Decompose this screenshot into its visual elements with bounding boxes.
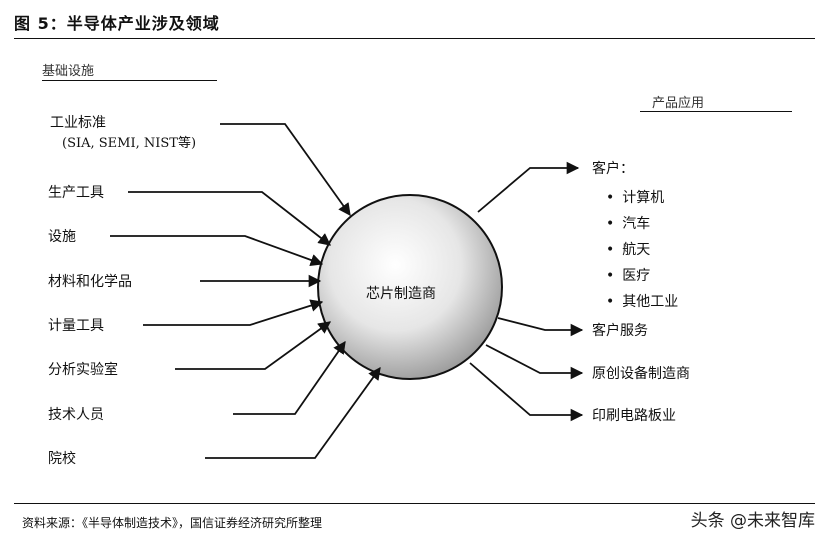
- output-customer-service: 客户服务: [592, 323, 648, 339]
- figure-title: 图 5：半导体产业涉及领域: [14, 14, 220, 33]
- input-industry-standards: 工业标准 (SIA, SEMI, NIST等): [50, 112, 196, 151]
- applications-heading: 产品应用: [652, 96, 705, 111]
- input-materials-chemicals: 材料和化学品: [48, 274, 132, 290]
- applications-heading-underline: [640, 111, 792, 112]
- arrow-oem: [485, 344, 584, 380]
- output-customers: 客户：: [592, 161, 634, 177]
- output-pcb: 印刷电路板业: [592, 408, 676, 424]
- list-item: 航天: [606, 237, 678, 263]
- top-rule: [14, 38, 815, 39]
- list-item: 医疗: [606, 263, 678, 289]
- bottom-rule: [14, 503, 815, 504]
- arrow-customer-service: [497, 317, 584, 337]
- input-metrology-tools: 计量工具: [48, 318, 104, 334]
- infrastructure-heading-underline: [42, 80, 217, 81]
- arrow-pcb: [469, 362, 584, 422]
- input-universities: 院校: [48, 451, 76, 467]
- arrow-facilities: [110, 235, 324, 267]
- input-industry-standards-sub: (SIA, SEMI, NIST等): [62, 136, 197, 151]
- customer-list: 计算机 汽车 航天 医疗 其他工业: [606, 185, 678, 315]
- input-production-tools: 生产工具: [48, 185, 104, 201]
- arrow-analysis-labs: [175, 321, 332, 370]
- source-note: 资料来源：《半导体制造技术》，国信证券经济研究所整理: [22, 516, 323, 530]
- input-industry-standards-label: 工业标准: [50, 115, 106, 131]
- input-technicians: 技术人员: [48, 407, 104, 423]
- list-item: 其他工业: [606, 289, 678, 315]
- input-analysis-labs: 分析实验室: [48, 362, 118, 378]
- watermark: 头条 @未来智库: [690, 511, 815, 531]
- arrow-production-tools: [128, 191, 331, 246]
- list-item: 计算机: [606, 185, 678, 211]
- input-facilities: 设施: [48, 229, 76, 245]
- chip-maker-label: 芯片制造商: [366, 286, 436, 302]
- arrow-metrology-tools: [143, 299, 324, 326]
- infrastructure-heading: 基础设施: [42, 64, 95, 79]
- arrow-customers: [477, 161, 580, 213]
- arrow-universities: [205, 366, 381, 459]
- arrow-industry-standards: [220, 123, 351, 217]
- list-item: 汽车: [606, 211, 678, 237]
- arrow-technicians: [233, 340, 346, 415]
- output-oem: 原创设备制造商: [592, 366, 690, 382]
